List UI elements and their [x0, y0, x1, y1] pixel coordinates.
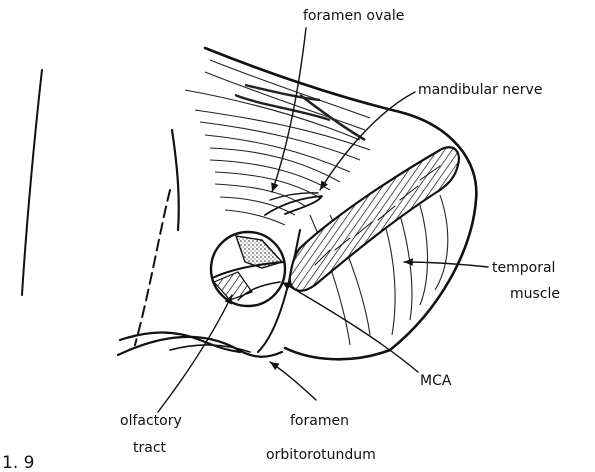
label-mca: MCA [420, 373, 452, 389]
label-foramen-orbitorotundum-line2: orbitorotundum [266, 447, 376, 463]
figure-number: 1. 9 [2, 453, 34, 472]
mca-circle [211, 232, 285, 306]
label-temporal-muscle-line2: muscle [510, 286, 560, 302]
label-foramen-orbitorotundum-line1: foramen [290, 413, 349, 429]
label-mandibular-nerve: mandibular nerve [418, 82, 542, 98]
mandibular-nerve-band [290, 147, 459, 290]
label-temporal-muscle-line1: temporal [492, 260, 555, 276]
label-olfactory-tract-line2: tract [133, 440, 167, 456]
label-olfactory-tract-line1: olfactory [120, 413, 182, 429]
foramen-ovale-shape [265, 193, 322, 215]
label-foramen-ovale: foramen ovale [303, 8, 404, 24]
skull-outline-left [22, 70, 42, 295]
dashed-border [135, 190, 170, 345]
